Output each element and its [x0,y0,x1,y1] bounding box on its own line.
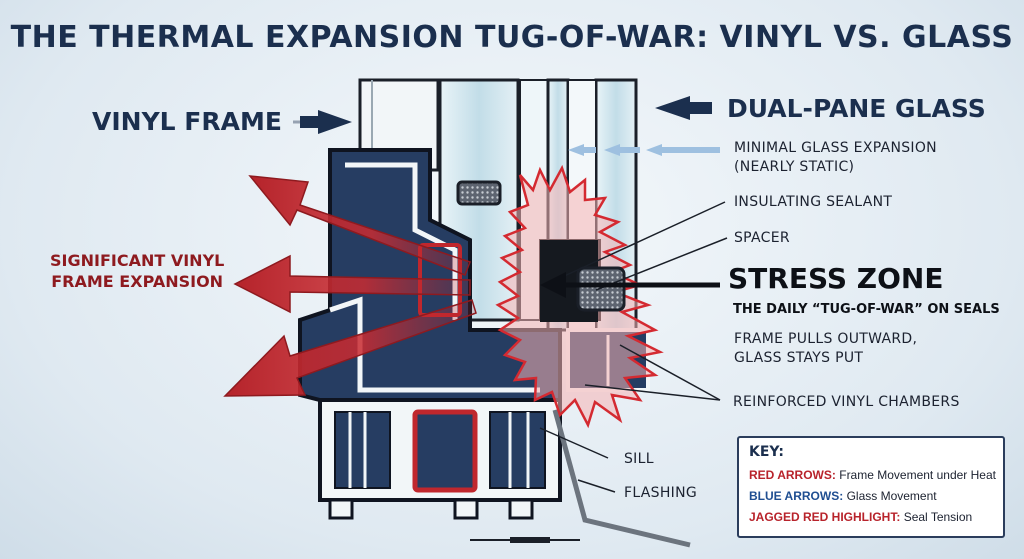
blue-arrow-1 [568,144,596,156]
key-desc-blue-arrows: Glass Movement [846,489,937,503]
vinyl-frame-label: VINYL FRAME [92,107,282,136]
leader-sill [539,427,609,459]
stress-zone-subtitle: THE DAILY “TUG-OF-WAR” ON SEALS [733,302,1000,317]
flashing-label: FLASHING [624,485,698,501]
red-arrow-middle [233,254,471,314]
key-term-red-arrows: RED ARROWS: [749,468,836,482]
red-arrow-upper [248,175,471,276]
leader-spacer [595,237,728,291]
arrow-to-dual-pane [655,96,712,120]
stress-zone-title: STRESS ZONE [728,262,944,295]
frame-pulls-callout: FRAME PULLS OUTWARD, GLASS STAYS PUT [734,330,917,368]
vinyl-expansion-line-1: SIGNIFICANT VINYL [50,251,225,270]
flashing [552,409,691,548]
vinyl-expansion-line-2: FRAME EXPANSION [51,272,224,291]
glass-expansion-line-1: MINIMAL GLASS EXPANSION [734,140,937,156]
dual-pane-glass-label: DUAL-PANE GLASS [727,94,986,123]
red-arrow-lower [223,299,477,397]
arrow-to-vinyl-frame [300,110,352,134]
page-title: THE THERMAL EXPANSION TUG-OF-WAR: VINYL … [10,20,1014,55]
key-row-jagged-highlight: JAGGED RED HIGHLIGHT: Seal Tension [749,507,993,528]
key-term-blue-arrows: BLUE ARROWS: [749,489,844,503]
reinforced-chamber-sill [412,409,478,493]
key-heading: KEY: [749,444,784,460]
key-desc-red-arrows: Frame Movement under Heat [839,468,996,482]
glass-expansion-line-2: (NEARLY STATIC) [734,159,855,175]
blue-arrow-3 [646,144,720,156]
spacer-upper [456,180,502,206]
legend-key-box: KEY: RED ARROWS: Frame Movement under He… [737,436,1005,538]
stress-zone-arrow [540,272,566,298]
key-row-blue-arrows: BLUE ARROWS: Glass Movement [749,486,993,507]
frame-pulls-line-2: GLASS STAYS PUT [734,350,864,366]
frame-pulls-line-1: FRAME PULLS OUTWARD, [734,331,918,347]
glass-expansion-callout: MINIMAL GLASS EXPANSION (NEARLY STATIC) [734,139,937,177]
vinyl-expansion-label: SIGNIFICANT VINYL FRAME EXPANSION [50,250,224,292]
leader-flashing [577,479,616,493]
leader-reinforced-2 [584,384,721,401]
leader-reinforced-1 [619,344,721,401]
blue-arrow-2 [604,144,640,156]
key-desc-jagged-highlight: Seal Tension [903,510,973,524]
spacer-label: SPACER [734,230,790,246]
reinforced-chambers-label: REINFORCED VINYL CHAMBERS [733,394,960,410]
insulating-sealant-label: INSULATING SEALANT [734,194,893,210]
key-row-red-arrows: RED ARROWS: Frame Movement under Heat [749,465,996,486]
leader-sealant [559,201,726,279]
sill-label: SILL [624,451,654,467]
key-term-jagged-highlight: JAGGED RED HIGHLIGHT: [749,510,901,524]
